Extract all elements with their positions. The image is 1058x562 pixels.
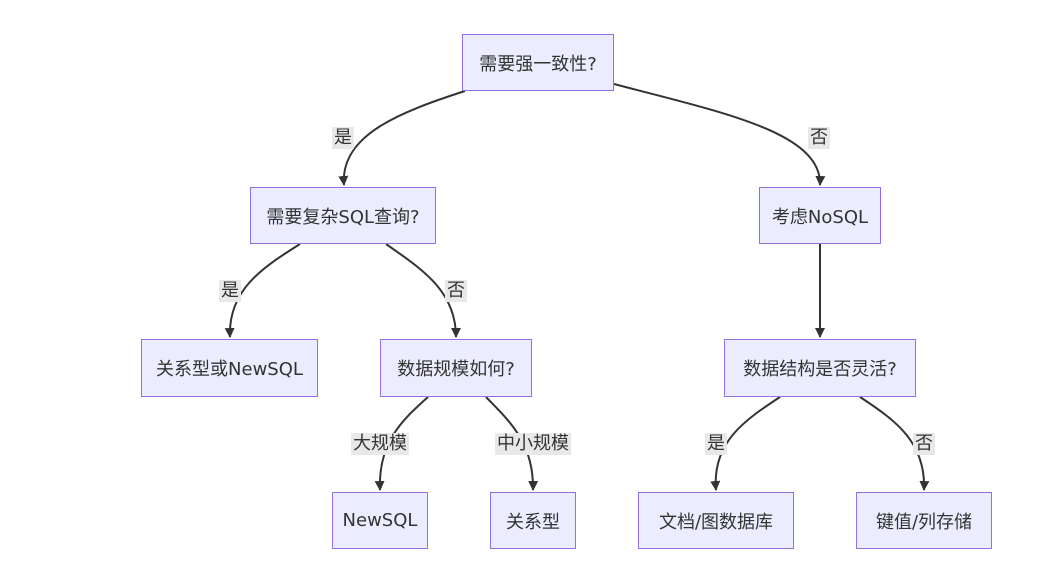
- edge-structure-to-document-graph: [710, 396, 781, 491]
- edge-label-structure-no: 否: [913, 433, 935, 455]
- edge-label-scale-large: 大规模: [351, 433, 409, 455]
- edge-structure-to-key-value: [859, 396, 930, 491]
- node-key-value-column: 键值/列存储: [856, 492, 992, 549]
- node-consider-nosql: 考虑NoSQL: [759, 187, 881, 244]
- edge-label-structure-yes: 是: [705, 433, 727, 455]
- edge-label-consistency-yes: 是: [332, 127, 354, 149]
- node-newsql: NewSQL: [332, 492, 428, 549]
- edge-label-consistency-no: 否: [808, 127, 830, 149]
- node-complex-sql: 需要复杂SQL查询?: [250, 187, 436, 244]
- edge-consistency-to-sql: [338, 90, 466, 186]
- edge-sql-to-relational-or-newsql: [224, 243, 301, 338]
- node-strong-consistency: 需要强一致性?: [462, 34, 614, 91]
- node-flexible-structure: 数据结构是否灵活?: [724, 339, 916, 397]
- node-relational: 关系型: [490, 492, 576, 549]
- node-data-scale: 数据规模如何?: [380, 339, 532, 397]
- edge-consistency-to-nosql: [613, 83, 826, 186]
- edge-sql-to-scale: [385, 243, 461, 338]
- node-document-graph: 文档/图数据库: [638, 492, 794, 549]
- edge-label-sql-no: 否: [445, 280, 467, 302]
- edge-label-sql-yes: 是: [219, 280, 241, 302]
- edge-scale-to-newsql: [374, 396, 429, 491]
- node-relational-or-newsql: 关系型或NewSQL: [141, 339, 318, 397]
- edge-label-scale-small-medium: 中小规模: [495, 433, 571, 455]
